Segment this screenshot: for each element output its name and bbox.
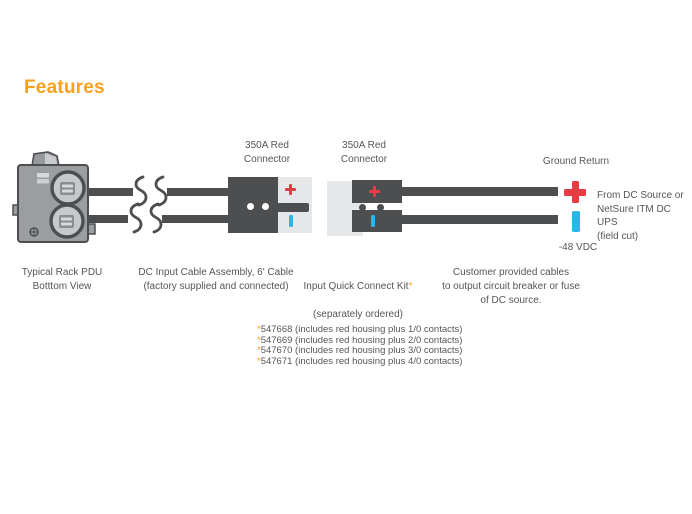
label-connector1: 350A Red Connector (243, 140, 291, 165)
caption-kit-line2: (separately ordered) (312, 309, 404, 320)
connector-quick-connect-kit (327, 180, 402, 236)
part-number-text: 547671 (includes red housing plus 4/0 co… (260, 355, 463, 367)
part-number-item: *547671 (includes red housing plus 4/0 c… (257, 355, 463, 368)
caption-customer-cables: Customer provided cables to output circu… (442, 267, 580, 306)
part-number-item: *547670 (includes red housing plus 3/0 c… (257, 345, 463, 357)
part-number-item: *547669 (includes red housing plus 2/0 c… (257, 334, 463, 347)
caption-quick-connect-kit: Input Quick Connect Kit* (separately ord… (296, 266, 420, 336)
connector1-contact-dot (247, 203, 254, 210)
page-title: Features (24, 77, 105, 98)
connector2-contact-dot (358, 203, 366, 211)
minus-icon (370, 215, 375, 227)
plus-icon (368, 185, 380, 197)
customer-cable-negative (400, 215, 558, 224)
label-connector2: 350A Red Connector (340, 140, 388, 165)
plus-icon (284, 184, 296, 195)
footnote-asterisk: * (257, 324, 261, 335)
footnote-asterisk: * (408, 281, 413, 292)
customer-cable-positive (400, 187, 558, 196)
cable-break-icon (128, 202, 163, 234)
part-number-item: *547668 (includes red housing plus 1/0 c… (257, 324, 463, 336)
footnote-asterisk: * (257, 345, 261, 357)
footnote-asterisk: * (257, 334, 261, 346)
connector2-contact-dot (376, 203, 384, 211)
label-dc-source: From DC Source or NetSure ITM DC UPS (fi… (597, 190, 684, 242)
negative-terminal-minus-icon (572, 211, 580, 232)
part-number-text: 547669 (includes red housing plus 2/0 co… (260, 334, 463, 346)
connector-cable-end (228, 177, 312, 233)
connector1-latch-tab (278, 203, 309, 212)
part-number-text: 547670 (includes red housing plus 3/0 co… (260, 345, 463, 357)
part-number-text: 547668 (includes red housing plus 1/0 co… (260, 324, 463, 335)
label-ground-return: Ground Return (542, 156, 610, 167)
caption-kit-line1: Input Quick Connect Kit* (303, 281, 413, 292)
rack-pdu-graphic (12, 151, 96, 243)
caption-rack-pdu: Typical Rack PDU Botttom View (21, 267, 103, 292)
positive-terminal-plus-icon (564, 181, 586, 203)
caption-cable-assembly: DC Input Cable Assembly, 6' Cable (facto… (138, 267, 294, 292)
footnote-asterisk: * (257, 355, 261, 367)
connector2-negative-block (352, 210, 402, 232)
minus-icon (288, 215, 293, 227)
part-numbers-list: *547668 (includes red housing plus 1/0 c… (257, 324, 463, 368)
label-neg48vdc: -48 VDC (558, 242, 598, 253)
connector1-contact-dot (262, 203, 269, 210)
cable-break-icon (133, 175, 168, 207)
